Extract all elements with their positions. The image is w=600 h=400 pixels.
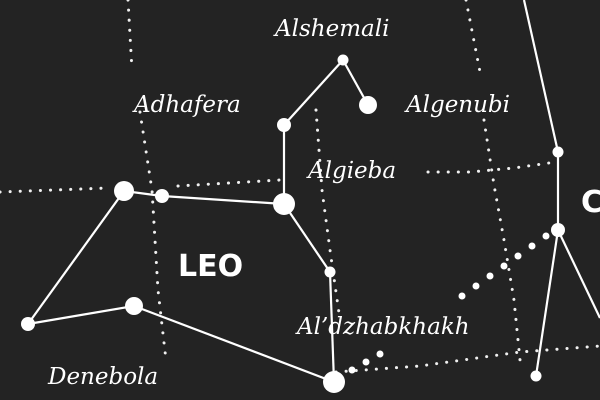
star-denebola xyxy=(21,317,35,331)
label-denebola: Denebola xyxy=(47,364,158,390)
star-marker xyxy=(551,223,565,237)
label-constellation-leo: LEO xyxy=(178,249,243,284)
boundary-right-horizontal xyxy=(426,160,558,174)
ecliptic-dot xyxy=(500,262,508,270)
ecliptic-dot xyxy=(458,292,466,300)
star-marker xyxy=(114,181,134,201)
label-aldzhabkhakh: Al’dzhabkhakh xyxy=(295,314,470,340)
boundary-right-vertical xyxy=(482,118,522,362)
star-marker xyxy=(125,297,143,315)
boundary-horizontal-mid xyxy=(176,178,282,188)
line-right-lowright xyxy=(557,229,600,319)
ecliptic-dot xyxy=(376,350,384,358)
star-algenubi xyxy=(552,146,564,158)
ecliptic-dot xyxy=(472,282,480,290)
ecliptic-dot xyxy=(542,232,550,240)
label-constellation-edge: C xyxy=(581,185,600,220)
star-marker xyxy=(359,96,377,114)
ecliptic-dot xyxy=(528,242,536,250)
star-marker xyxy=(530,370,542,382)
star-marker xyxy=(324,266,336,278)
stars xyxy=(21,54,565,393)
line-star-denebola xyxy=(27,190,125,325)
star-algieba xyxy=(273,193,295,215)
star-marker xyxy=(155,189,169,203)
ecliptic-dot xyxy=(486,272,494,280)
boundary-horizontal-left xyxy=(0,186,110,194)
label-algenubi: Algenubi xyxy=(404,92,510,118)
label-alshemali: Alshemali xyxy=(273,16,389,42)
boundary-algieba-down xyxy=(314,108,342,322)
ecliptic-path xyxy=(348,232,550,374)
line-right-top xyxy=(522,0,560,153)
line-star-southwest xyxy=(133,304,335,384)
ecliptic-dot xyxy=(348,366,356,374)
line-denebola-star xyxy=(27,304,135,326)
line-algieba-star xyxy=(161,194,285,206)
constellation-boundaries xyxy=(0,0,600,374)
star-aldzhabkhakh xyxy=(323,371,345,393)
boundary-left-vertical xyxy=(138,110,168,362)
labels: Alshemali Adhafera Algenubi Algieba Al’d… xyxy=(47,16,600,390)
line-alshemali-adhafera xyxy=(283,59,344,126)
star-adhafera xyxy=(277,118,291,132)
line-right-lowleft xyxy=(534,229,560,377)
label-adhafera: Adhafera xyxy=(132,92,241,118)
ecliptic-dot xyxy=(362,358,370,366)
boundary-upper-left xyxy=(126,0,134,72)
star-alshemali xyxy=(337,54,349,66)
line-south-aldzhabkhakh xyxy=(328,271,336,383)
boundary-top-right xyxy=(464,0,482,74)
label-algieba: Algieba xyxy=(306,158,396,184)
line-algieba-star-south xyxy=(283,203,331,273)
ecliptic-dot xyxy=(514,252,522,260)
